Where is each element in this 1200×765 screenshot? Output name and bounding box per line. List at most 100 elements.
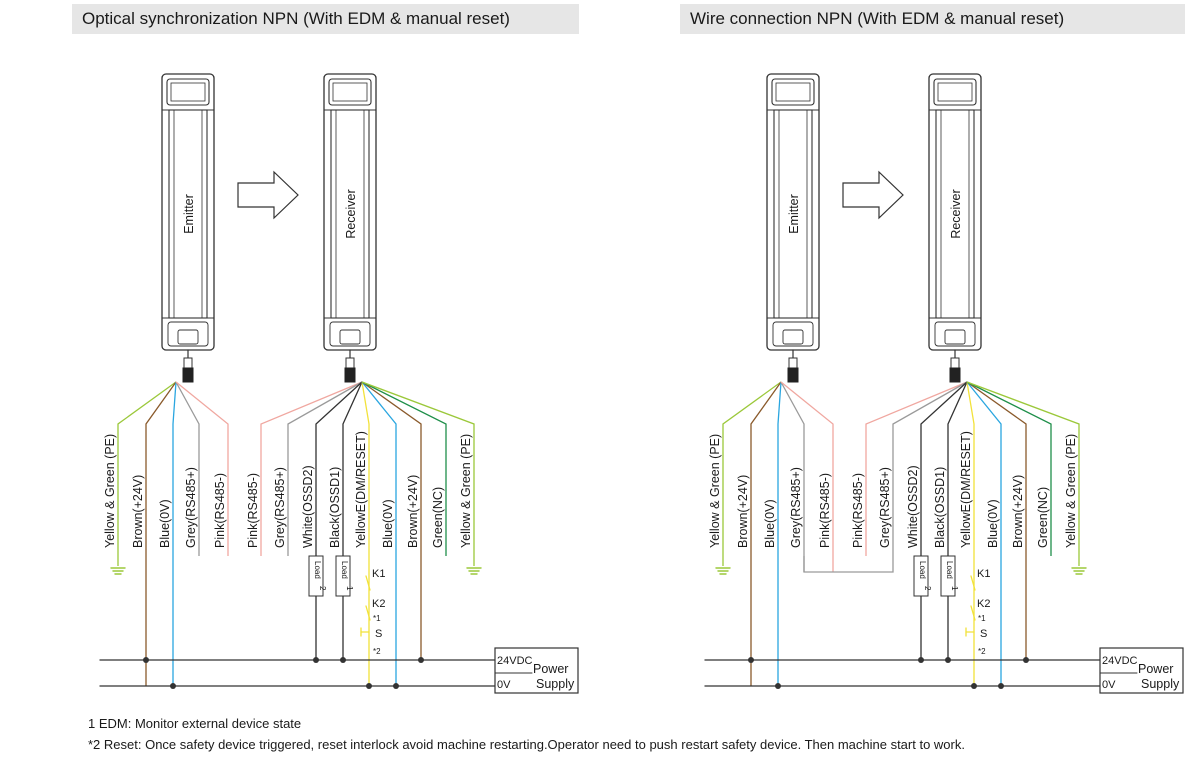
k2-ref1: *1: [978, 614, 986, 623]
receiver-wire-5: [966, 381, 975, 686]
emitter-wire-label-3: Blue(0V): [158, 499, 172, 548]
contact-k1: [365, 575, 371, 591]
junction-dot: [418, 657, 424, 663]
load-2-box-word: Load: [313, 561, 322, 579]
receiver-wire-6: [966, 381, 1002, 686]
emitter-wire-label-4: Grey(RS485+): [184, 467, 198, 548]
load-2-box-num: 2: [318, 586, 327, 591]
psu-power: Power: [533, 662, 568, 676]
contact-k2: [365, 605, 371, 621]
receiver-unit-2: Receiver: [928, 73, 982, 383]
receiver-wire-8: [966, 381, 1052, 556]
emitter-wire-5: [780, 381, 834, 572]
receiver-wire-label-7: Brown(+24V): [406, 475, 420, 548]
receiver-wire-label-4: Black(OSSD1): [328, 467, 342, 548]
receiver-wire-label-5: YellowE(DM/RESET): [959, 431, 973, 548]
load-1-box-2-word: Load: [945, 561, 954, 579]
receiver-wire-label-3: White(OSSD2): [301, 465, 315, 548]
load-1-box-num: 1: [345, 586, 354, 591]
psu-0v: 0V: [497, 679, 511, 691]
junction-dot: [918, 657, 924, 663]
emitter-wire-4: [780, 381, 805, 572]
receiver-wire-9: [361, 381, 475, 566]
contact-k2: [970, 605, 976, 621]
load-1-box-2-num: 1: [950, 586, 959, 591]
emitter-wire-5: [175, 381, 229, 556]
note-edm: 1 EDM: Monitor external device state: [88, 716, 302, 731]
load-2-box: Load 2: [308, 555, 327, 597]
emitter-wire-3: [777, 381, 782, 686]
emitter-ground-icon-2: [715, 567, 731, 575]
emitter-wire-3: [172, 381, 177, 686]
emitter-ground-icon: [110, 567, 126, 575]
receiver-wire-label-1: Pink(RS485-): [246, 473, 260, 548]
receiver-ground-icon: [466, 567, 482, 575]
emitter-wire-label-1: Yellow & Green (PE): [708, 434, 722, 548]
emitter-wire-4: [175, 381, 200, 556]
emitter-unit-2: Emitter: [766, 73, 820, 383]
emitter-wire-label-5: Pink(RS485-): [818, 473, 832, 548]
note-reset: *2 Reset: Once safety device triggered, …: [88, 737, 965, 752]
emitter-wire-1: [722, 381, 782, 566]
emitter-wire-label-3: Blue(0V): [763, 499, 777, 548]
emitter-unit: Emitter: [161, 73, 215, 383]
receiver-wire-label-8: Green(NC): [1036, 487, 1050, 548]
receiver-wire-label-2: Grey(RS485+): [878, 467, 892, 548]
s-ref2: *2: [978, 647, 986, 656]
s-label: S: [980, 628, 987, 640]
rs485-link-grey: [803, 556, 894, 573]
load-1-box-word: Load: [340, 561, 349, 579]
psu-0v: 0V: [1102, 679, 1116, 691]
receiver-wire-label-5: YellowE(DM/RESET): [354, 431, 368, 548]
receiver-wire-label-2: Grey(RS485+): [273, 467, 287, 548]
receiver-wire-8: [361, 381, 447, 556]
receiver-wire-6: [361, 381, 397, 686]
emitter-unit-label: Emitter: [182, 194, 196, 234]
panel-title-optical: Optical synchronization NPN (With EDM & …: [72, 4, 579, 34]
receiver-wire-7: [361, 381, 422, 660]
emitter-wire-2: [750, 381, 782, 686]
receiver-wire-label-6: Blue(0V): [986, 499, 1000, 548]
receiver-wire-2: [892, 381, 968, 556]
direction-arrow-2: [842, 170, 904, 220]
emitter-unit-2-label: Emitter: [787, 194, 801, 234]
junction-dot: [340, 657, 346, 663]
receiver-wire-label-9: Yellow & Green (PE): [459, 434, 473, 548]
junction-dot: [1023, 657, 1029, 663]
receiver-wire-2: [287, 381, 363, 556]
psu-supply: Supply: [536, 677, 575, 691]
psu-supply: Supply: [1141, 677, 1180, 691]
psu-power: Power: [1138, 662, 1173, 676]
k2-label: K2: [372, 598, 385, 610]
emitter-wire-label-1: Yellow & Green (PE): [103, 434, 117, 548]
receiver-wire-label-7: Brown(+24V): [1011, 475, 1025, 548]
receiver-wire-1: [260, 381, 363, 556]
k2-ref1: *1: [373, 614, 381, 623]
receiver-wire-label-3: White(OSSD2): [906, 465, 920, 548]
receiver-wire-label-1: Pink(RS485-): [851, 473, 865, 548]
direction-arrow: [237, 170, 299, 220]
junction-dot: [971, 683, 977, 689]
k2-label: K2: [977, 598, 990, 610]
panel-title-wire: Wire connection NPN (With EDM & manual r…: [680, 4, 1185, 34]
load-1-box-2: Load 1: [940, 555, 959, 597]
junction-dot: [313, 657, 319, 663]
emitter-wire-2: [145, 381, 177, 686]
receiver-wire-9: [966, 381, 1080, 566]
receiver-wire-label-4: Black(OSSD1): [933, 467, 947, 548]
emitter-wire-1: [117, 381, 177, 566]
contact-k1: [970, 575, 976, 591]
receiver-unit-2-label: Receiver: [949, 189, 963, 238]
junction-dot: [393, 683, 399, 689]
receiver-wire-1: [865, 381, 968, 556]
receiver-wire-5: [361, 381, 370, 686]
s-label: S: [375, 628, 382, 640]
load-2-box-2-word: Load: [918, 561, 927, 579]
receiver-wire-7: [966, 381, 1027, 660]
junction-dot: [366, 683, 372, 689]
junction-dot: [945, 657, 951, 663]
